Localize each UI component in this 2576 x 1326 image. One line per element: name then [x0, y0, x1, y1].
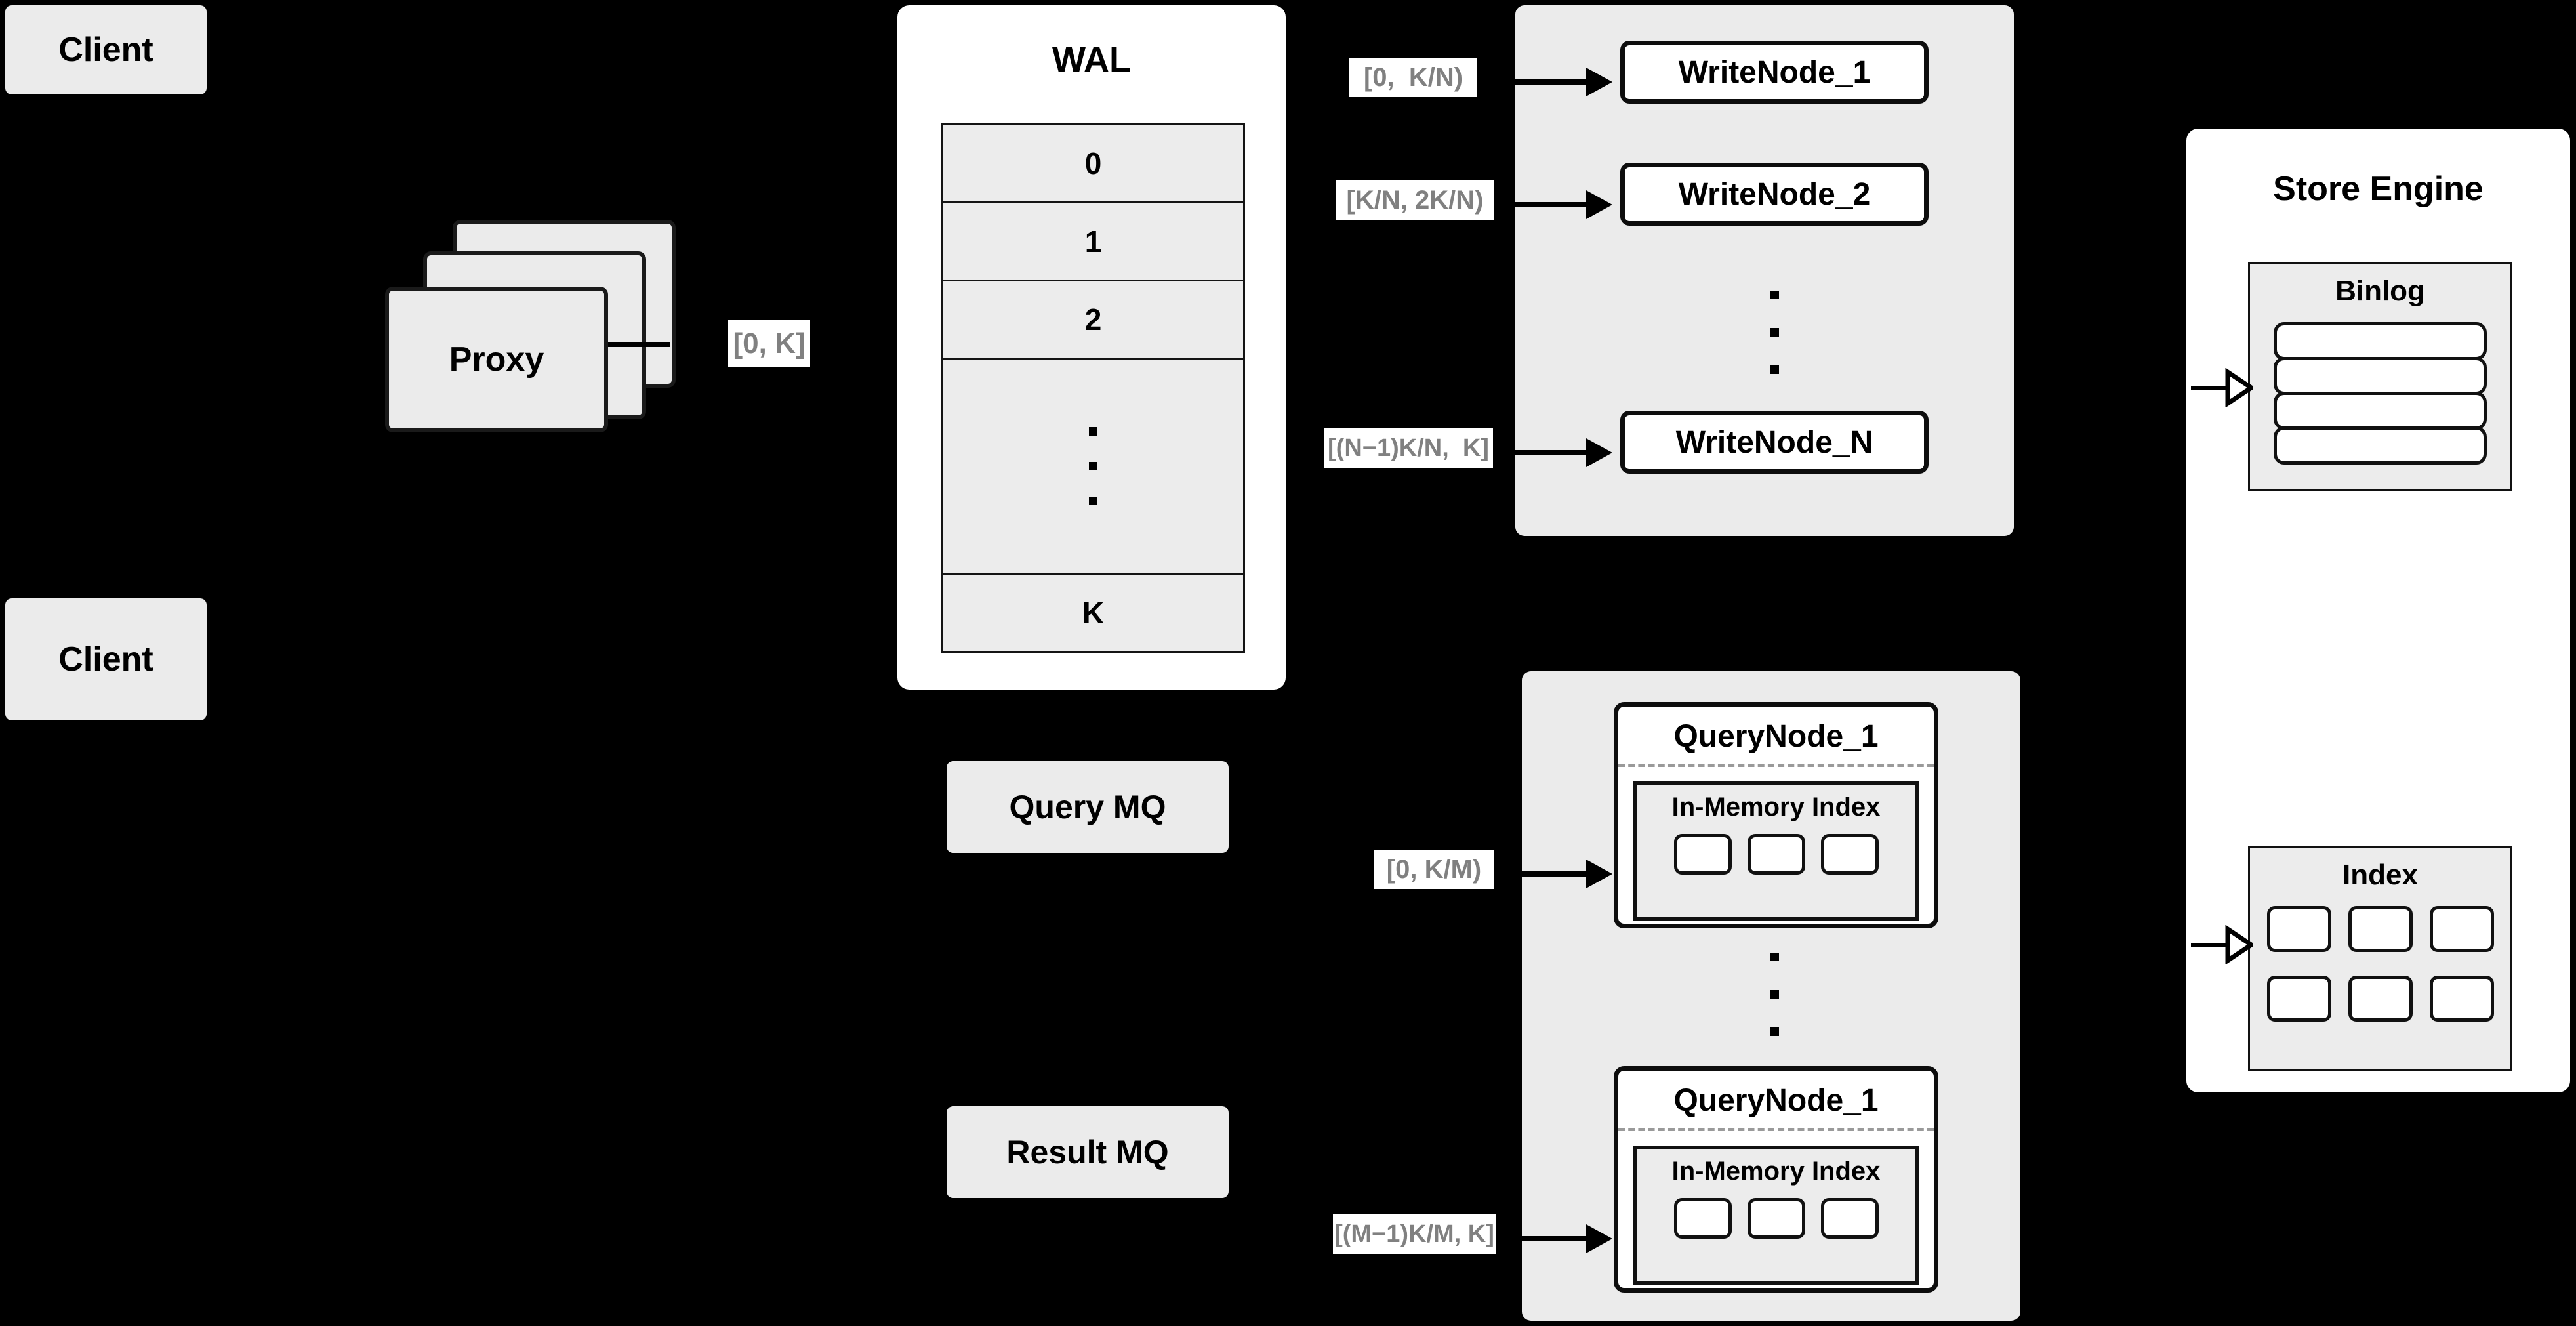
wal-rows: 0 1 2 K — [941, 123, 1245, 653]
binlog-title: Binlog — [2335, 275, 2425, 307]
arrow-line-write-node-n — [1497, 450, 1586, 455]
arrow-line-write-node-2 — [1497, 202, 1586, 207]
index-cell — [2429, 976, 2494, 1022]
arrow-head-binlog-open-icon — [2225, 368, 2253, 407]
query-cluster-ellipsis — [1767, 938, 1782, 1050]
ellipsis-dot — [1089, 462, 1097, 470]
query-node-1-label: QueryNode_1 — [1673, 719, 1879, 754]
index-cell — [1673, 1198, 1732, 1239]
in-memory-index-1-title: In-Memory Index — [1671, 793, 1881, 821]
result-mq-label: Result MQ — [1006, 1134, 1169, 1171]
index-cell — [2429, 906, 2494, 952]
arrow-head-write-node-n — [1586, 438, 1612, 467]
range-label-write-node-1: [0, K/N) — [1349, 58, 1477, 97]
ellipsis-dot — [1770, 989, 1779, 999]
index-cell — [2266, 906, 2331, 952]
binlog-row — [2274, 426, 2487, 465]
arrow-head-index-open-icon — [2225, 925, 2253, 964]
range-label-query-node-1: [0, K/M) — [1374, 850, 1494, 889]
range-label-write-node-2: [K/N, 2K/N) — [1336, 180, 1494, 220]
index-title: Index — [2342, 859, 2418, 891]
write-node-2-label: WriteNode_2 — [1678, 176, 1871, 212]
range-label-write-node-n-text: [(N−1)K/N, K] — [1328, 434, 1489, 462]
query-node-2-label: QueryNode_1 — [1673, 1083, 1879, 1118]
write-node-n[interactable]: WriteNode_N — [1620, 411, 1929, 474]
arrow-head-query-node-1 — [1586, 860, 1612, 888]
query-node-1-divider — [1618, 764, 1934, 767]
query-node-2[interactable]: QueryNode_1 In-Memory Index — [1614, 1066, 1938, 1293]
query-node-1[interactable]: QueryNode_1 In-Memory Index — [1614, 702, 1938, 928]
query-mq-box[interactable]: Query MQ — [947, 761, 1229, 853]
ellipsis-dot — [1089, 497, 1097, 505]
arrow-head-write-node-2 — [1586, 190, 1612, 219]
arrow-line-index — [2191, 943, 2229, 947]
client-box-1[interactable]: Client — [5, 5, 207, 94]
index-cell — [1820, 834, 1879, 875]
index-cell — [2348, 906, 2413, 952]
index-cell — [2348, 976, 2413, 1022]
binlog-box: Binlog — [2248, 262, 2512, 491]
index-cell — [1747, 834, 1805, 875]
wal-row-ellipsis — [941, 358, 1245, 575]
arrow-line-query-node-2 — [1497, 1236, 1586, 1241]
range-label-query-node-2: [(M−1)K/M, K] — [1333, 1214, 1496, 1254]
binlog-row — [2274, 392, 2487, 430]
ellipsis-dot — [1770, 327, 1779, 337]
range-label-proxy-output-text: [0, K] — [733, 327, 806, 360]
in-memory-index-2: In-Memory Index — [1633, 1146, 1919, 1285]
range-label-write-node-1-text: [0, K/N) — [1363, 62, 1463, 92]
store-engine-title: Store Engine — [2273, 170, 2484, 208]
write-node-n-label: WriteNode_N — [1675, 425, 1873, 460]
index-box: Index — [2248, 846, 2512, 1071]
range-label-proxy-output: [0, K] — [728, 320, 810, 367]
wal-row-2: 2 — [941, 280, 1245, 360]
proxy-to-wal-connector — [608, 342, 670, 347]
index-cell — [1673, 834, 1732, 875]
proxy-box[interactable]: Proxy — [385, 287, 608, 432]
proxy-label: Proxy — [449, 341, 544, 379]
wal-row-k: K — [941, 573, 1245, 653]
arrow-line-query-node-1 — [1497, 871, 1586, 877]
query-mq-label: Query MQ — [1009, 789, 1166, 825]
write-cluster-ellipsis — [1767, 273, 1782, 391]
binlog-row — [2274, 322, 2487, 360]
wal-row-1: 1 — [941, 201, 1245, 281]
write-node-1[interactable]: WriteNode_1 — [1620, 41, 1929, 104]
write-node-2[interactable]: WriteNode_2 — [1620, 163, 1929, 226]
wal-title: WAL — [1052, 40, 1131, 79]
index-cell — [2266, 976, 2331, 1022]
ellipsis-dot — [1770, 1027, 1779, 1036]
query-node-2-divider — [1618, 1128, 1934, 1131]
range-label-write-node-2-text: [K/N, 2K/N) — [1346, 185, 1484, 215]
range-label-query-node-1-text: [0, K/M) — [1386, 854, 1482, 884]
arrow-head-write-node-1 — [1586, 68, 1612, 96]
wal-row-0: 0 — [941, 123, 1245, 203]
binlog-row — [2274, 357, 2487, 395]
range-label-write-node-n: [(N−1)K/N, K] — [1324, 428, 1493, 468]
arrow-line-binlog — [2191, 386, 2229, 390]
in-memory-index-2-title: In-Memory Index — [1671, 1157, 1881, 1186]
binlog-rows — [2274, 322, 2487, 465]
index-cell — [1820, 1198, 1879, 1239]
client-label-2: Client — [58, 640, 153, 678]
write-node-1-label: WriteNode_1 — [1678, 54, 1871, 90]
arrow-head-query-node-2 — [1586, 1224, 1612, 1253]
index-grid — [2266, 906, 2494, 1022]
client-label-1: Client — [58, 31, 153, 69]
arrow-line-write-node-1 — [1481, 79, 1586, 85]
client-box-2[interactable]: Client — [5, 598, 207, 720]
ellipsis-dot — [1770, 290, 1779, 299]
index-cell — [1747, 1198, 1805, 1239]
ellipsis-dot — [1770, 952, 1779, 961]
range-label-query-node-2-text: [(M−1)K/M, K] — [1334, 1220, 1494, 1248]
ellipsis-dot — [1770, 365, 1779, 374]
in-memory-index-1: In-Memory Index — [1633, 781, 1919, 921]
ellipsis-dot — [1089, 427, 1097, 436]
result-mq-box[interactable]: Result MQ — [947, 1106, 1229, 1198]
